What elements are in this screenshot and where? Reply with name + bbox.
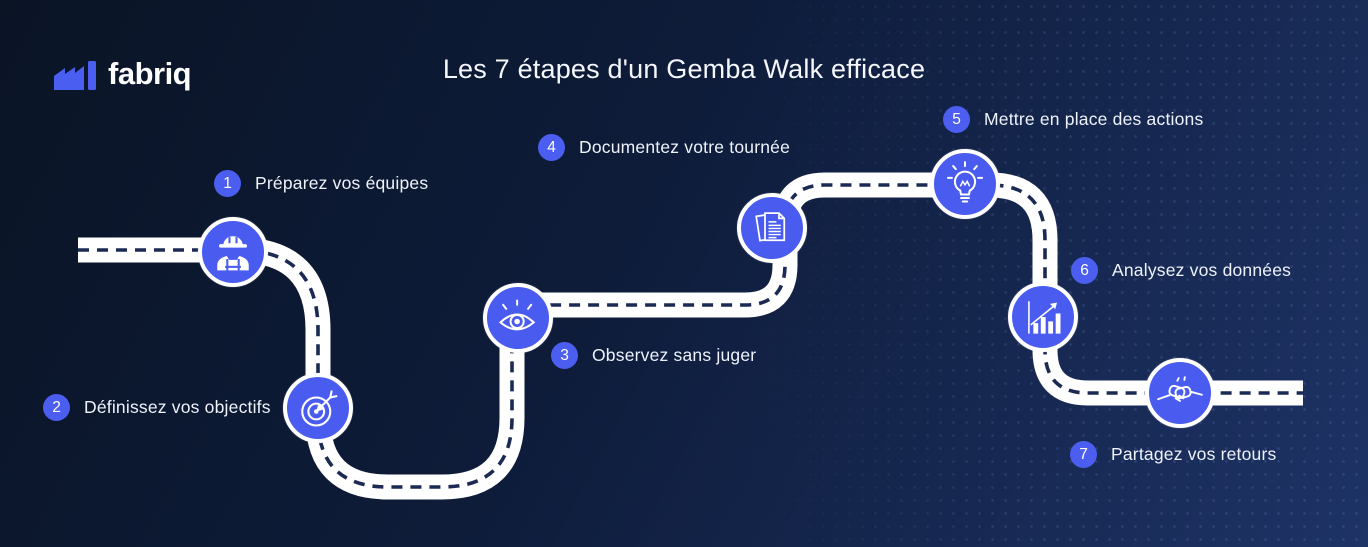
step-1-number-badge: 1 bbox=[214, 170, 241, 197]
step-2-node bbox=[283, 373, 353, 443]
step-1-label: Préparez vos équipes bbox=[255, 173, 429, 193]
step-6-number-badge: 6 bbox=[1071, 257, 1098, 284]
step-4-callout: 4 Documentez votre tournée bbox=[538, 134, 790, 161]
step-7-callout: 7 Partagez vos retours bbox=[1070, 441, 1276, 468]
step-5-callout: 5 Mettre en place des actions bbox=[943, 106, 1203, 133]
step-7-label: Partagez vos retours bbox=[1111, 444, 1277, 464]
step-4-label: Documentez votre tournée bbox=[579, 137, 791, 157]
step-7-node bbox=[1145, 358, 1215, 428]
brand-logo: fabriq bbox=[54, 56, 192, 92]
step-3-label: Observez sans juger bbox=[592, 345, 757, 365]
page-title: Les 7 étapes d'un Gemba Walk efficace bbox=[442, 54, 926, 84]
step-6-node bbox=[1008, 282, 1078, 352]
step-3-number-badge: 3 bbox=[551, 342, 578, 369]
construction-worker-icon bbox=[217, 236, 249, 271]
step-6-callout: 6 Analysez vos données bbox=[1071, 257, 1291, 284]
factory-bars-icon bbox=[54, 61, 96, 90]
step-2-callout: 2 Définissez vos objectifs bbox=[43, 394, 271, 421]
lightbulb-icon bbox=[946, 161, 984, 203]
step-3-node bbox=[483, 283, 553, 353]
step-2-number-badge: 2 bbox=[43, 394, 70, 421]
step-2-label: Définissez vos objectifs bbox=[84, 397, 271, 417]
step-7-number-badge: 7 bbox=[1070, 441, 1097, 468]
step-6-label: Analysez vos données bbox=[1112, 260, 1292, 280]
step-4-number-badge: 4 bbox=[538, 134, 565, 161]
documents-icon bbox=[755, 212, 786, 242]
step-4-node bbox=[737, 193, 807, 263]
step-1-node bbox=[198, 217, 268, 287]
bar-chart-growth-icon bbox=[1028, 301, 1061, 334]
step-1-callout: 1 Préparez vos équipes bbox=[214, 170, 428, 197]
handshake-icon bbox=[1157, 376, 1203, 402]
eye-icon bbox=[498, 299, 536, 331]
brand-name: fabriq bbox=[108, 56, 192, 91]
step-5-label: Mettre en place des actions bbox=[984, 109, 1204, 129]
dartboard-target-icon bbox=[301, 390, 338, 427]
step-5-node bbox=[930, 149, 1000, 219]
step-3-callout: 3 Observez sans juger bbox=[551, 342, 756, 369]
step-5-number-badge: 5 bbox=[943, 106, 970, 133]
